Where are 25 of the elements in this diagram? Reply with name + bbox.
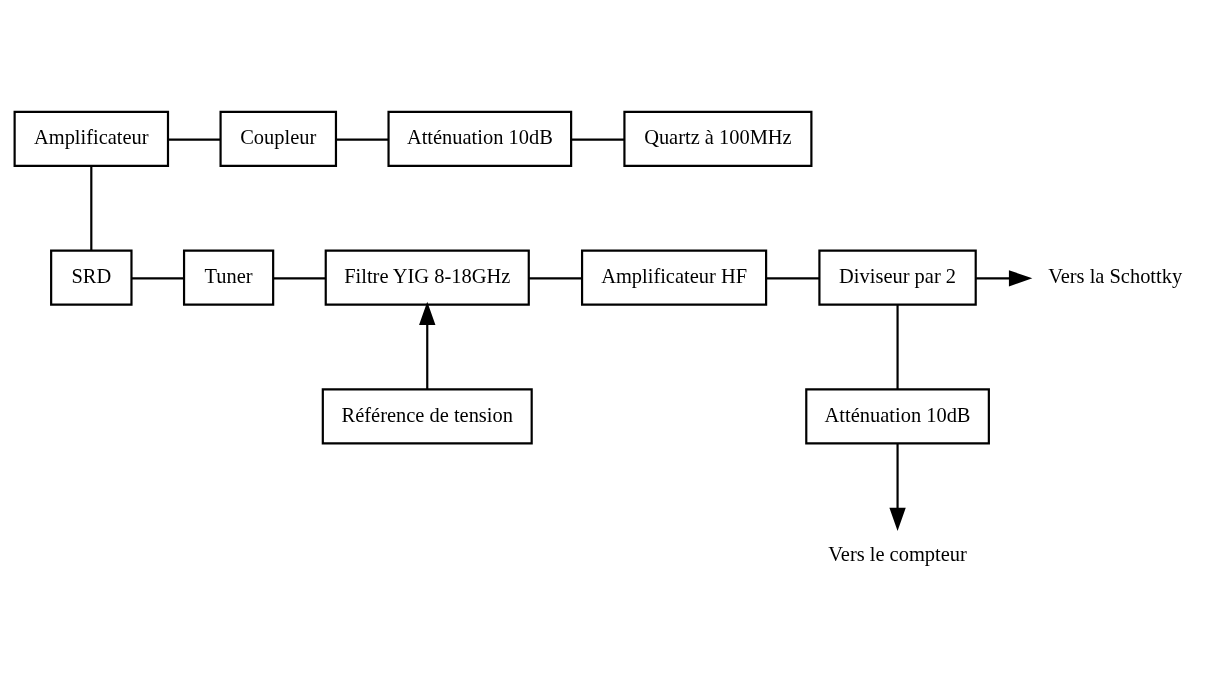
connector — [571, 138, 625, 141]
node-box: Amplificateur HF — [580, 249, 768, 306]
node-box: Quartz à 100MHz — [623, 110, 813, 167]
node-box: Tuner — [182, 249, 275, 306]
connector — [529, 276, 582, 279]
connector — [896, 304, 899, 389]
connector — [336, 138, 389, 141]
connector — [131, 276, 184, 279]
node-box: Atténuation 10dB — [387, 110, 573, 167]
node-box: Amplificateur — [13, 110, 170, 167]
node-box: Diviseur par 2 — [818, 249, 977, 306]
node-box: Référence de tension — [321, 387, 533, 444]
node-box: Atténuation 10dB — [805, 387, 990, 444]
arrow — [976, 269, 1033, 287]
connector — [766, 276, 820, 279]
node-box: Coupleur — [219, 110, 338, 167]
connector — [273, 276, 326, 279]
connector — [90, 165, 93, 250]
node-text: Vers la Schottky — [1048, 264, 1183, 287]
arrow — [419, 301, 436, 389]
node-box: Filtre YIG 8-18GHz — [324, 249, 530, 306]
node-text: Vers le compteur — [828, 542, 967, 565]
connector — [168, 138, 221, 141]
node-box: SRD — [50, 249, 133, 306]
arrow — [889, 443, 906, 531]
